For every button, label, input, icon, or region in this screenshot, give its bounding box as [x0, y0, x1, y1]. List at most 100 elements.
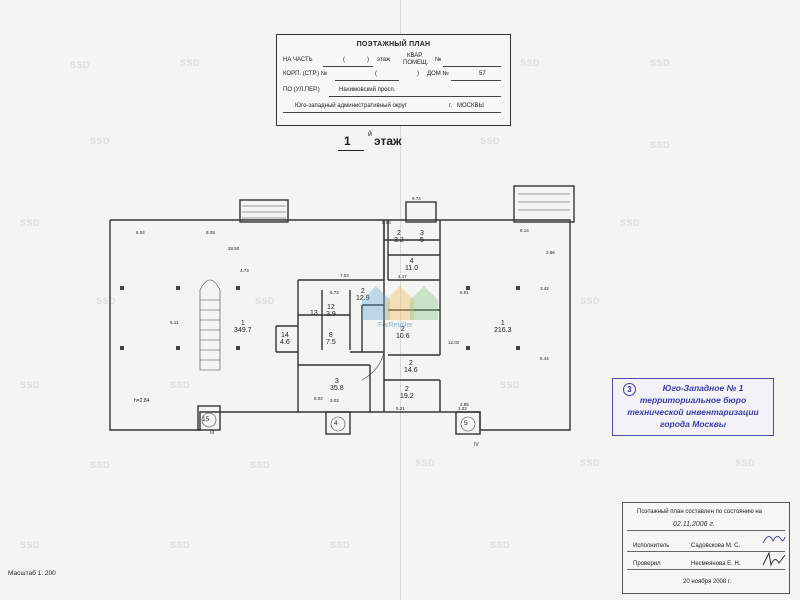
- room-area: 7.5: [326, 339, 336, 346]
- dimension-label: 8.02: [314, 396, 323, 401]
- room-number: 2: [400, 326, 405, 333]
- underline: [627, 530, 785, 531]
- room-number: 5: [464, 420, 468, 427]
- room-area: 12.9: [356, 295, 370, 302]
- room-area: 35.8: [330, 385, 344, 392]
- header-row-street: ПО (УЛ.ПЕР.) Нахимовский просп.: [283, 87, 504, 97]
- room-label: 2 14.6: [404, 360, 418, 374]
- watermark: SSD: [480, 136, 501, 146]
- executor-name: Садовскова М. С.: [691, 543, 741, 549]
- dimension-label: 2.85: [460, 402, 469, 407]
- room-area: 5: [420, 237, 424, 244]
- room-area: 3.2: [394, 237, 404, 244]
- part-paren: (: [343, 57, 345, 63]
- room-number: 15: [202, 416, 210, 423]
- part-label: НА ЧАСТЬ: [283, 57, 313, 63]
- executor-label: Исполнитель: [633, 543, 670, 549]
- room-number: 13: [310, 310, 318, 317]
- stamp-line: Юго-Западное № 1: [662, 383, 744, 393]
- watermark: SSD: [20, 380, 41, 390]
- room-area: 14.6: [404, 367, 418, 374]
- floor-plan-svg: [109, 185, 575, 435]
- house-icons: [362, 286, 438, 320]
- korp-label: КОРП. (СТР.) №: [283, 71, 328, 77]
- watermark: SSD: [255, 296, 276, 306]
- dom-label: ДОМ №: [427, 71, 449, 77]
- room-area: 349.7: [234, 327, 252, 334]
- room-label: 2 19.2: [400, 386, 414, 400]
- checker-label: Проверил: [633, 561, 661, 567]
- header-row-part: НА ЧАСТЬ ( ) этаж КВАР. ПОМЕЩ. №: [283, 53, 504, 67]
- watermark: SSD: [650, 58, 671, 68]
- room-label: 1 216.3: [494, 320, 512, 334]
- watermark: SSD: [330, 540, 351, 550]
- header-row-district: Юго-западный административный округ г. М…: [283, 103, 504, 113]
- watermark: SSD: [580, 458, 601, 468]
- watermark: SSD: [170, 380, 191, 390]
- room-area: 3.9: [326, 311, 336, 318]
- watermark: SSD: [620, 218, 641, 228]
- dimension-label: 6.91: [460, 290, 469, 295]
- header-row-korp: КОРП. (СТР.) № ( ) ДОМ № 57: [283, 71, 504, 81]
- scale-label: Масштаб 1: 200: [8, 570, 56, 577]
- underline: [283, 104, 501, 113]
- watermark: SSD: [90, 136, 111, 146]
- watermark: SSD: [415, 458, 436, 468]
- certification-block: Поэтажный план составлен по состоянию на…: [622, 502, 790, 594]
- dimension-label: 3.42: [540, 286, 549, 291]
- forretailer-logo: ForRetailer: [356, 280, 452, 330]
- dimension-label: 12.02: [448, 340, 460, 345]
- floor-label: этаж: [374, 134, 402, 148]
- kvar-label: КВАР.: [407, 53, 423, 59]
- room-area: 10.6: [396, 333, 410, 340]
- signature: [762, 535, 786, 544]
- room-number: 3: [420, 230, 424, 237]
- underline: [443, 58, 501, 67]
- room-area: 19.2: [400, 393, 414, 400]
- watermark: SSD: [735, 458, 756, 468]
- room-number: 2: [360, 288, 365, 295]
- room-label: 1 349.7: [234, 320, 252, 334]
- city-prefix: г.: [449, 103, 453, 109]
- watermark: SSD: [500, 380, 521, 390]
- section-marker: IV: [474, 442, 479, 448]
- room-area: 4.6: [280, 339, 290, 346]
- dimension-label: 6.04: [136, 230, 145, 235]
- watermark: SSD: [490, 540, 511, 550]
- watermark: SSD: [170, 540, 191, 550]
- dimension-label: 5.44: [540, 356, 549, 361]
- room-number: 1: [500, 320, 505, 327]
- watermark: SSD: [520, 58, 541, 68]
- dimension-label: 7.03: [340, 273, 349, 278]
- room-label: 12 3.9: [326, 304, 336, 318]
- dimension-label: 5.73: [330, 290, 339, 295]
- checker-name: Несмеянова Е. Н.: [691, 561, 741, 567]
- signature: [762, 551, 786, 567]
- dimension-label: 5.93: [382, 220, 391, 225]
- stamp-line: территориальное бюро: [639, 395, 747, 405]
- no-sign: №: [435, 57, 442, 63]
- street-label: ПО (УЛ.ПЕР.): [283, 87, 320, 93]
- watermark: SSD: [580, 296, 601, 306]
- pomesh-label: ПОМЕЩ.: [403, 60, 429, 66]
- underline: [627, 569, 785, 570]
- stamp-number: 3: [623, 383, 636, 396]
- dimension-label: 8.08: [206, 230, 215, 235]
- room-number: 2: [404, 386, 409, 393]
- dimension-label: 5.21: [396, 406, 405, 411]
- city-value: МОСКВЫ: [457, 103, 484, 109]
- room-number: 14: [280, 332, 289, 339]
- underline: [451, 72, 501, 81]
- dimension-label: 4.17: [398, 274, 407, 279]
- room-number: 3: [334, 378, 339, 385]
- header-title-block: ПОЭТАЖНЫЙ ПЛАН НА ЧАСТЬ ( ) этаж КВАР. П…: [276, 34, 511, 126]
- underline: [338, 150, 364, 151]
- watermark: SSD: [90, 460, 111, 470]
- statement-text: Поэтажный план составлен по состоянию на: [637, 509, 763, 515]
- dimension-label: 5.11: [170, 320, 179, 325]
- header-title: ПОЭТАЖНЫЙ ПЛАН: [356, 41, 431, 48]
- part-paren-close: ): [367, 57, 369, 63]
- room-area: 11.0: [405, 265, 419, 272]
- watermark: SSD: [20, 218, 41, 228]
